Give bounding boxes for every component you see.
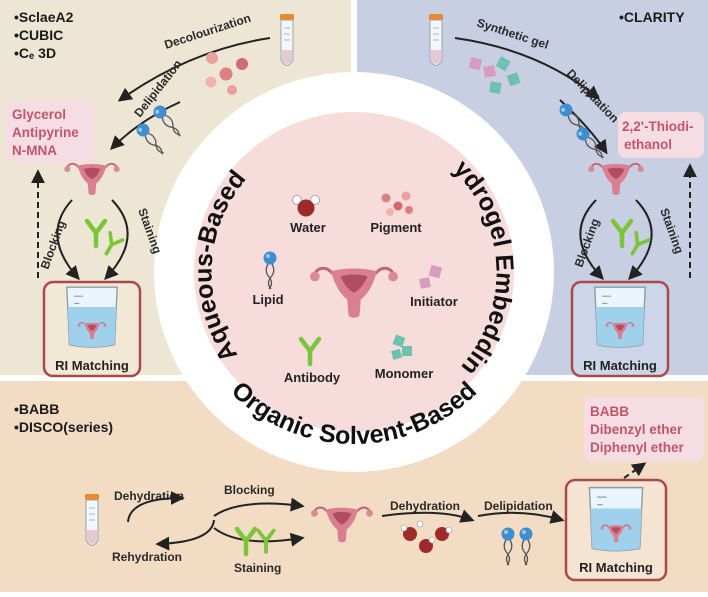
sample-tube-icon [84,493,100,546]
ri-matching-label: RI Matching [55,358,129,373]
beaker-icon [589,488,642,551]
sample-tube-icon [279,13,295,66]
monomer-label: Monomer [375,366,434,381]
pigment-label: Pigment [370,220,422,235]
aqueous-method-list: •SclaeA2 •CUBIC •Cₑ 3D [14,9,74,61]
reagent-thiodiethanol-2: ethanol [624,137,672,152]
reagent-antipyrine: Antipyrine [12,125,79,140]
initiator-icon [419,264,443,289]
ri-matching-label: RI Matching [583,358,657,373]
method-ce3d: •Cₑ 3D [14,45,56,61]
aqueous-ri-matching-box: RI Matching [42,280,142,378]
reagent-babb: BABB [590,404,629,419]
sample-tube-icon [428,13,444,66]
pigment-icon [381,191,413,216]
reagent-nmna: N-MNA [12,143,57,158]
initiator-label: Initiator [410,294,458,309]
water-molecules-icon [400,520,453,553]
monomer-icon [391,334,412,360]
organic-method-list: •BABB •DISCO(series) [14,401,113,435]
method-cubic: •CUBIC [14,27,63,43]
beaker-icon [67,287,117,347]
organic-blocking-label: Blocking [224,483,275,497]
organic-ri-matching-box: RI Matching [564,478,668,582]
water-molecule-icon [292,195,320,217]
aqueous-reagent-box: Glycerol Antipyrine N-MNA [6,100,94,164]
beaker-icon [595,287,645,347]
organic-rehydration-label: Rehydration [112,550,182,564]
method-sclaea2: •SclaeA2 [14,9,74,25]
reagent-dibenzyl-ether: Dibenzyl ether [590,422,683,437]
organic-delipidation-label: Delipidation [484,499,553,513]
method-babb: •BABB [14,401,59,417]
hydrogel-reagent-box: 2,2'-Thiodi- ethanol [618,112,704,158]
method-clarity: •CLARITY [619,9,685,25]
organic-reagent-box: BABB Dibenzyl ether Diphenyl ether [584,397,704,461]
method-disco: •DISCO(series) [14,419,113,435]
pigment-particles-icon [205,52,248,95]
reagent-glycerol: Glycerol [12,107,66,122]
water-label: Water [290,220,326,235]
organic-staining-label: Staining [234,561,281,575]
monomer-gel-icon [468,56,521,94]
ri-matching-label: RI Matching [579,560,653,575]
organic-dehydration-label: Dehydration [390,499,460,513]
hydrogel-ri-matching-box: RI Matching [570,280,670,378]
reagent-thiodiethanol-1: 2,2'-Thiodi- [622,119,693,134]
antibody-label: Antibody [284,370,341,385]
reagent-diphenyl-ether: Diphenyl ether [590,440,685,455]
lipid-label: Lipid [252,292,283,307]
